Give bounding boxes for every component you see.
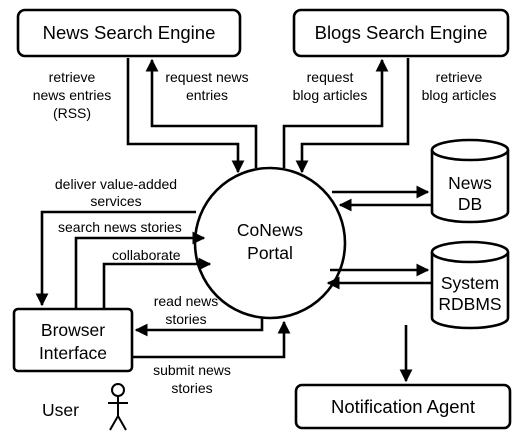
edge-label-line: news entries [33, 87, 112, 103]
arrow-deliver-services [35, 210, 196, 307]
edge-label-line: entries [186, 87, 228, 103]
arrow-retrieve-blog [295, 58, 410, 174]
news-search-engine-label: News Search Engine [43, 22, 216, 43]
news-db-label-line1: News [448, 173, 492, 193]
label-request-blog: request blog articles [293, 69, 368, 103]
browser-interface-label-line1: Browser [41, 320, 105, 340]
label-submit-stories: submit news stories [153, 362, 231, 396]
edge-label-line: retrieve [436, 69, 483, 85]
arrow-search-stories [74, 231, 206, 309]
news-db-label-line2: DB [458, 194, 482, 214]
edge-label-line: retrieve [49, 69, 96, 85]
browser-interface-label-line2: Interface [39, 343, 107, 363]
user-label: User [42, 400, 79, 420]
edge-label-line: (RSS) [53, 105, 91, 121]
edge-label-line: read news [154, 293, 219, 309]
edge-label-line: deliver value-added [55, 176, 177, 192]
edge-label-line: request [307, 69, 354, 85]
label-retrieve-news: retrieve news entries (RSS) [33, 69, 112, 121]
portal-label-line1: CoNews [237, 220, 303, 240]
system-rdbms-node: System RDBMS [430, 240, 510, 330]
edge-label-line: services [90, 193, 141, 209]
conews-portal-node: CoNews Portal [193, 166, 347, 320]
arrow-collaborate [102, 257, 212, 309]
label-collaborate: collaborate [112, 247, 181, 263]
blogs-search-engine-node: Blogs Search Engine [292, 8, 510, 58]
blogs-search-engine-label: Blogs Search Engine [315, 22, 488, 43]
edge-label-line: stories [165, 311, 206, 327]
edge-label-line: stories [171, 380, 212, 396]
notification-agent-node: Notification Agent [294, 383, 512, 430]
portal-label-line2: Portal [247, 243, 293, 263]
arrow-read-stories [134, 318, 264, 337]
notification-agent-label: Notification Agent [331, 396, 475, 417]
system-rdbms-label-line2: RDBMS [438, 294, 501, 314]
label-retrieve-blog: retrieve blog articles [422, 69, 497, 103]
arrow-request-news [145, 58, 258, 168]
arrow-request-blog [282, 58, 389, 168]
edge-label-line: blog articles [293, 87, 368, 103]
edge-label-line: blog articles [422, 87, 497, 103]
label-read-stories: read news stories [154, 293, 219, 327]
user-stick-figure-icon [108, 383, 128, 431]
edge-label-line: request news [165, 69, 248, 85]
edge-label-line: submit news [153, 362, 231, 378]
system-rdbms-label-line1: System [441, 273, 499, 293]
user-actor: User [42, 383, 128, 431]
label-deliver-services: deliver value-added services [55, 176, 177, 209]
label-search-stories: search news stories [58, 219, 182, 235]
browser-interface-node: Browser Interface [12, 307, 134, 373]
news-search-engine-node: News Search Engine [16, 8, 242, 58]
arrow-retrieve-news [126, 58, 245, 174]
arrow-submit-stories [132, 320, 291, 359]
label-request-news: request news entries [165, 69, 248, 103]
news-db-node: News DB [430, 138, 510, 224]
